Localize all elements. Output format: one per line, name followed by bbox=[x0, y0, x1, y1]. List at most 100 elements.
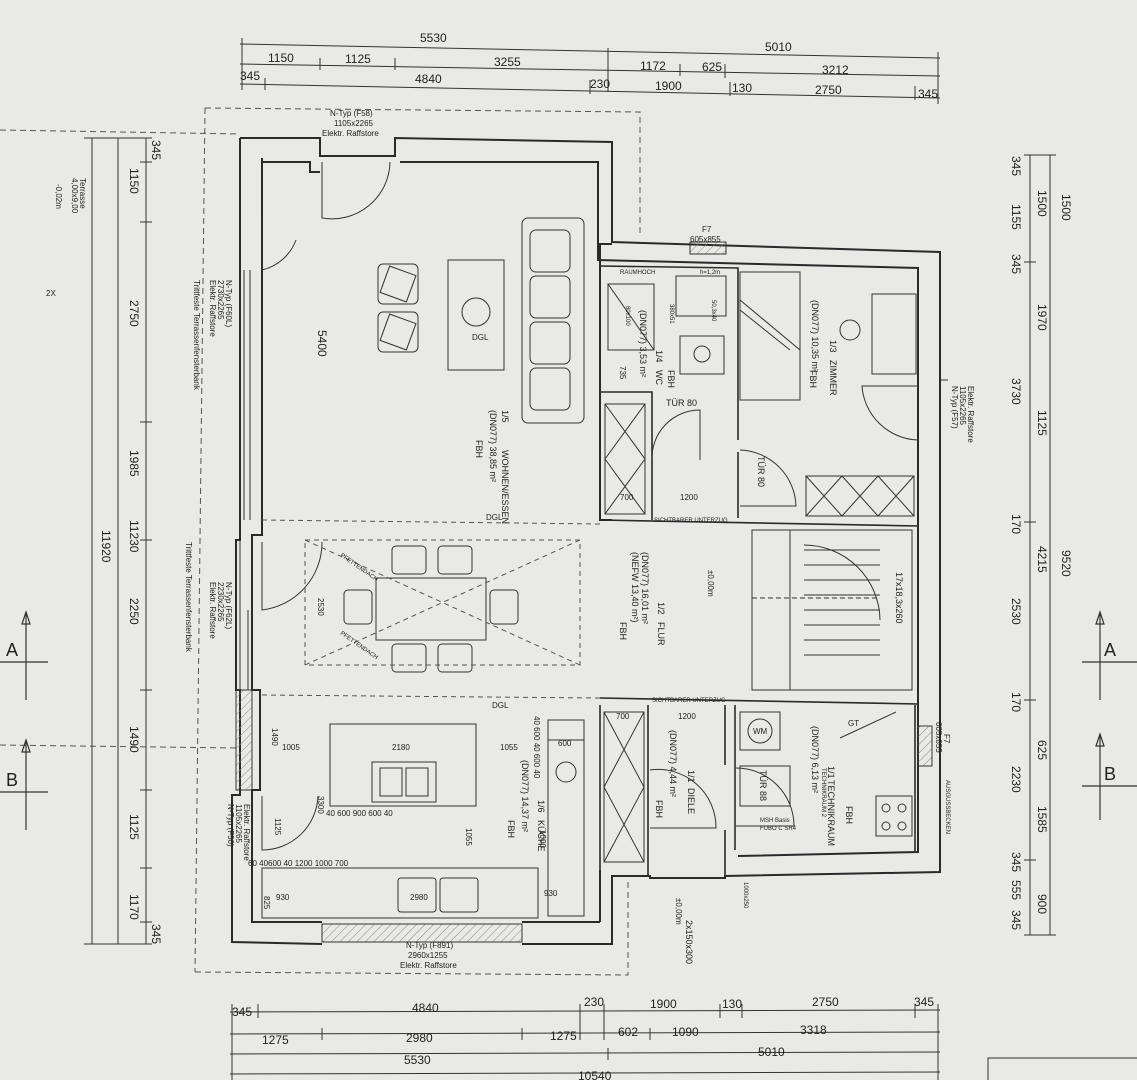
svg-text:170: 170 bbox=[1009, 514, 1023, 534]
top-dim-text: 625 bbox=[702, 60, 722, 74]
top-dim-text: 345 bbox=[918, 87, 938, 101]
top-dim-row1: 5530 5010 bbox=[420, 31, 792, 54]
svg-text:1200: 1200 bbox=[678, 712, 696, 721]
svg-text:2230x2265: 2230x2265 bbox=[216, 582, 225, 622]
top-dim-text: 1172 bbox=[640, 59, 666, 73]
dgl-label: DGL bbox=[486, 513, 503, 522]
top-dim-text: 1125 bbox=[345, 52, 371, 66]
bottom-dim-total: 10540 bbox=[578, 1069, 612, 1080]
room-code: (DN077) 6,13 m² bbox=[810, 726, 820, 793]
room-id: 1/1 bbox=[826, 766, 836, 779]
room-wc: (DN077) 3,53 m² 1/4 WC FBH bbox=[638, 310, 676, 388]
room-floor: FBH bbox=[474, 440, 484, 458]
svg-text:40 600 900 600 40: 40 600 900 600 40 bbox=[326, 809, 393, 818]
beam-label: SICHTBARER UNTERZUG bbox=[654, 518, 728, 524]
svg-text:230: 230 bbox=[584, 995, 604, 1009]
svg-text:1150: 1150 bbox=[127, 168, 141, 194]
dgl-label: DGL bbox=[472, 333, 489, 342]
section-b-label: B bbox=[6, 770, 18, 790]
svg-text:345: 345 bbox=[1009, 910, 1023, 930]
window-label-left2: N-Typ (F62L) 2230x2265 Elektr. Raffstore… bbox=[184, 542, 233, 653]
msh-label: MSH Basis bbox=[760, 818, 790, 824]
wardrobes bbox=[603, 403, 915, 863]
svg-text:1105x2265: 1105x2265 bbox=[234, 804, 243, 844]
svg-text:700: 700 bbox=[616, 712, 630, 721]
room-name: TECHNIKRAUM bbox=[826, 780, 836, 846]
terrace-outline bbox=[0, 107, 641, 976]
room-id: 1/2 bbox=[656, 602, 666, 615]
room-id: 1/4 bbox=[654, 350, 664, 363]
tv-table bbox=[447, 259, 505, 371]
right-dims-b: 1500 1500 1970 1125 4215 625 1585 900 95… bbox=[1035, 190, 1073, 914]
top-dim-text: 2750 bbox=[815, 83, 842, 97]
section-marker-b-left bbox=[0, 738, 48, 830]
svg-text:2980: 2980 bbox=[410, 893, 428, 902]
room-technik: (DN077) 6,13 m² 1/1 TECHNIKRAUM FBH bbox=[810, 726, 854, 846]
top-dim-text: 4840 bbox=[415, 72, 442, 86]
hatched-jambs bbox=[235, 241, 933, 943]
svg-text:2250: 2250 bbox=[127, 598, 141, 625]
room-name: ZIMMER bbox=[828, 360, 838, 396]
svg-text:5400: 5400 bbox=[315, 330, 329, 357]
svg-text:345: 345 bbox=[914, 995, 934, 1009]
section-marker-a-left bbox=[0, 610, 48, 700]
grate-label: 1000x250 bbox=[742, 882, 748, 909]
svg-text:700: 700 bbox=[620, 493, 634, 502]
svg-text:3300: 3300 bbox=[316, 796, 325, 814]
room-floor: FBH bbox=[654, 800, 664, 818]
top-dim-text: 5010 bbox=[765, 40, 792, 54]
svg-text:930: 930 bbox=[544, 889, 558, 898]
left-dimension-lines bbox=[84, 137, 152, 945]
right-dimension-lines bbox=[1024, 154, 1056, 936]
svg-text:5530: 5530 bbox=[404, 1053, 431, 1067]
bottom-dim-row3: 5530 5010 bbox=[404, 1045, 785, 1067]
section-a-label: A bbox=[6, 640, 18, 660]
dining-table bbox=[343, 545, 519, 673]
room-name: WOHNEN/ESSEN bbox=[500, 450, 510, 524]
window-label-left1: N-Typ (F60L) 2730x2265 Elektr. Raffstore… bbox=[192, 280, 233, 391]
door-label-diele: TÜR 88 bbox=[758, 770, 768, 801]
top-dim-text: 3212 bbox=[822, 63, 849, 77]
svg-text:Elektr. Raffstore: Elektr. Raffstore bbox=[322, 129, 379, 138]
svg-text:900: 900 bbox=[1035, 894, 1049, 914]
stair-label: 17x18,3x260 bbox=[894, 572, 904, 624]
svg-text:825: 825 bbox=[262, 896, 271, 910]
svg-text:1105x2265: 1105x2265 bbox=[334, 119, 374, 128]
section-marker-b-right bbox=[1082, 732, 1137, 820]
room-name: DIELE bbox=[686, 788, 696, 814]
svg-text:Elektr. Raffstore: Elektr. Raffstore bbox=[400, 961, 457, 970]
room-code: (DN077) 4,44 m² bbox=[668, 730, 678, 797]
room-sub: (NEFW 13,40 m²) bbox=[630, 552, 640, 623]
svg-text:1000: 1000 bbox=[538, 830, 547, 848]
svg-text:130: 130 bbox=[722, 997, 742, 1011]
svg-text:1105x2265: 1105x2265 bbox=[958, 386, 967, 426]
svg-text:1170: 1170 bbox=[127, 894, 141, 920]
svg-text:1125: 1125 bbox=[127, 814, 141, 840]
top-dim-text: 3255 bbox=[494, 55, 521, 69]
svg-text:1090: 1090 bbox=[672, 1025, 699, 1039]
raumhoch-label: RAUMHOCH bbox=[620, 270, 655, 276]
svg-text:2960x1255: 2960x1255 bbox=[408, 951, 448, 960]
room-code: (DN077) 3,53 m² bbox=[638, 310, 648, 377]
glazing bbox=[239, 270, 948, 690]
svg-text:602: 602 bbox=[618, 1025, 638, 1039]
room-floor: FBH bbox=[506, 820, 516, 838]
svg-text:4215: 4215 bbox=[1035, 546, 1049, 573]
fubo-label: FUBO C SR4 bbox=[760, 826, 797, 832]
svg-text:5010: 5010 bbox=[758, 1045, 785, 1059]
level-label: ±0,00m bbox=[674, 898, 683, 925]
svg-text:345: 345 bbox=[1009, 254, 1023, 274]
room-name: FLUR bbox=[656, 622, 666, 646]
desk bbox=[839, 293, 917, 375]
bottom-dim-row2: 1275 2980 1275 602 1090 3318 bbox=[262, 1023, 827, 1047]
room-code: (DN077) 38,85 m² bbox=[488, 410, 498, 482]
room-zimmer: (DN077) 10,35 m² 1/3 ZIMMER FBH bbox=[808, 300, 838, 396]
interior-dims: 5400 2530 3300 1125 700 1200 700 1200 73… bbox=[248, 300, 716, 910]
svg-text:1055: 1055 bbox=[500, 743, 518, 752]
svg-text:1125: 1125 bbox=[1035, 410, 1049, 436]
sofa bbox=[521, 217, 585, 424]
section-b-label: B bbox=[1104, 764, 1116, 784]
room-kueche: (DN077) 14,37 m² 1/6 KÜCHE FBH bbox=[506, 760, 546, 852]
svg-text:11230: 11230 bbox=[127, 520, 141, 553]
section-a-label: A bbox=[1104, 640, 1116, 660]
